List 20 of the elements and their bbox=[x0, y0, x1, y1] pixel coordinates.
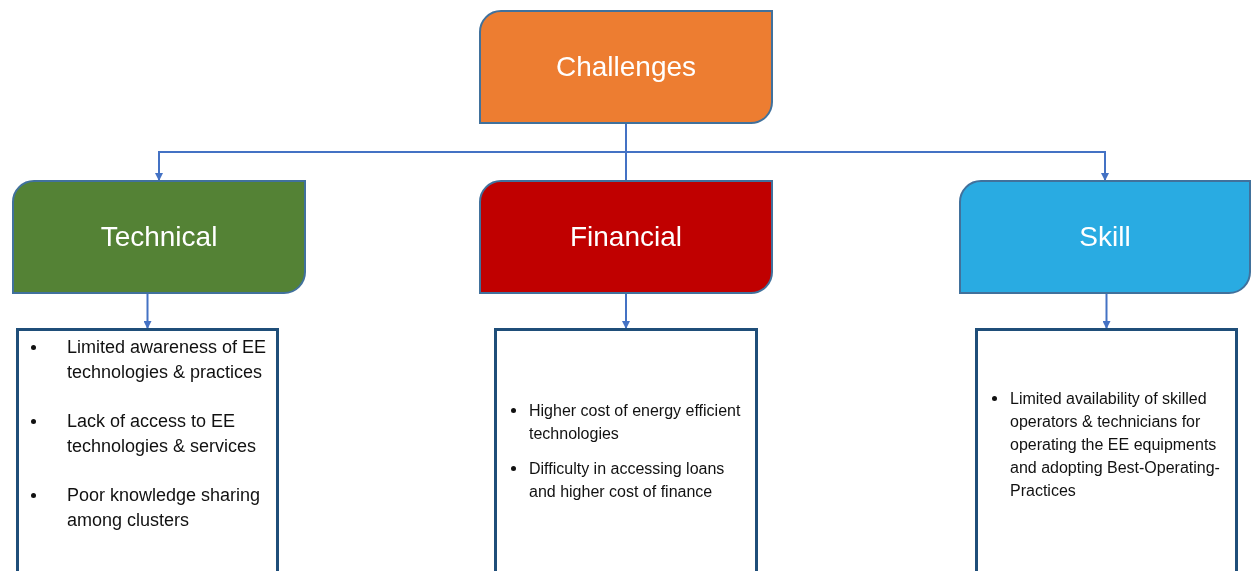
bullet-list-box bbox=[16, 328, 279, 571]
category-box bbox=[479, 10, 773, 124]
bullet-text: Higher cost of energy efficient technologies bbox=[529, 401, 742, 444]
bullet-text: Lack of access to EE technologies & services bbox=[67, 410, 258, 458]
category-box bbox=[479, 180, 773, 294]
connector-arrow bbox=[143, 293, 152, 329]
connector-arrow bbox=[622, 293, 630, 329]
category-box bbox=[959, 180, 1251, 294]
category-box bbox=[12, 180, 306, 294]
bullet-text: Poor knowledge sharing among clusters bbox=[67, 484, 262, 532]
bullet-text: Limited availability of skilled operators & technicians for operating the EE equipments and adopting Best-Operating-Practices bbox=[1010, 389, 1221, 501]
category-title: Skill bbox=[1079, 220, 1131, 254]
connector-arrow bbox=[1102, 293, 1111, 329]
category-title: Financial bbox=[569, 220, 683, 254]
category-title: Challenges bbox=[555, 50, 697, 84]
bullet-text: Limited awareness of EE technologies & practices bbox=[67, 336, 268, 384]
bullet-text: Difficulty in accessing loans and higher cost of finance bbox=[529, 459, 726, 502]
bullet-list-box bbox=[975, 328, 1238, 571]
bullet-list-box bbox=[494, 328, 758, 571]
category-title: Technical bbox=[100, 220, 218, 254]
